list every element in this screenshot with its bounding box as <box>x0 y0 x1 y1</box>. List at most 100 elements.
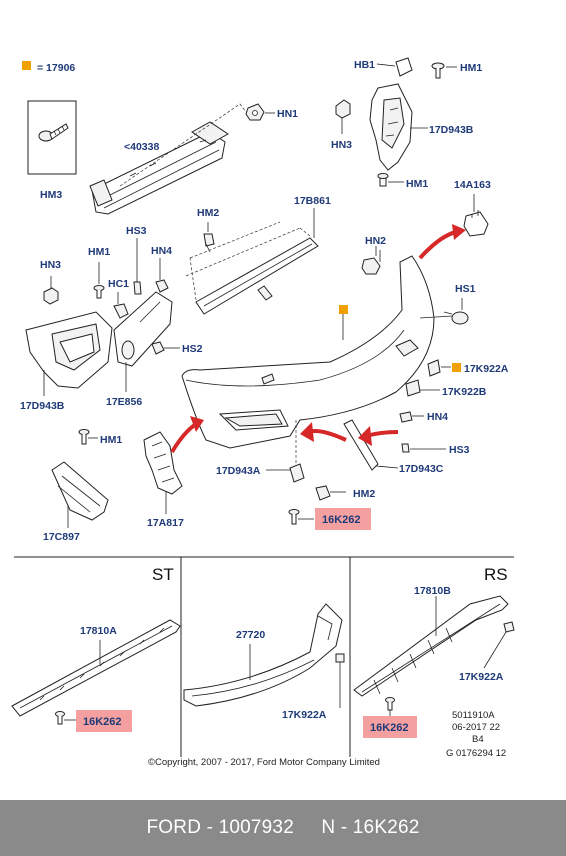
footer-spacer <box>294 817 321 839</box>
reflector-17k922a-rs-illustration <box>503 621 515 633</box>
footer-brand-part: FORD - 1007932 <box>146 817 294 838</box>
pushpin-hm1-mid-illustration <box>377 173 389 187</box>
screw-hs3-left-illustration <box>133 281 142 295</box>
bracket-17d943b-left-illustration <box>25 311 113 389</box>
reflector-17k922a-illustration <box>427 359 441 377</box>
highlight-16k262-st <box>76 710 132 732</box>
label-17k922a-rs: 17K922A <box>459 671 504 683</box>
clip-hc1-illustration <box>113 303 129 319</box>
nut-hn2-illustration <box>361 257 381 275</box>
label-17k922a-right: 17K922A <box>464 363 509 375</box>
pushpin-hm1-low-illustration <box>78 429 90 445</box>
highlight-marker-17k922a <box>452 363 461 372</box>
label-16k262-main: 16K262 <box>322 514 361 526</box>
highlight-16k262-main <box>315 508 371 530</box>
label-hn3-left: HN3 <box>40 259 61 271</box>
bracket-17d943c-illustration <box>343 419 379 471</box>
label-hs2: HS2 <box>182 343 203 355</box>
label-hm1-mid: HM1 <box>406 178 428 190</box>
reflector-17k922b-illustration <box>405 379 421 397</box>
screw-hm2-top-illustration <box>203 233 215 253</box>
label-hn4-left: HN4 <box>151 245 172 257</box>
pushpin-hm1-left-illustration <box>93 285 105 299</box>
label-hs3-right: HS3 <box>449 444 470 456</box>
diffuser-17810a-illustration <box>11 619 181 717</box>
nut-hn1-illustration <box>245 103 265 121</box>
diffuser-17810b-illustration <box>353 595 509 697</box>
clip-hn4-right-illustration <box>399 411 413 423</box>
section-label-st: ST <box>152 565 174 584</box>
energy-absorber-17b861-illustration <box>195 237 319 315</box>
label-hs1: HS1 <box>455 283 476 295</box>
label-hn4-right: HN4 <box>427 411 448 423</box>
label-16k262-st: 16K262 <box>83 716 122 728</box>
nut-hn4-left-illustration <box>155 279 169 293</box>
label-hn2: HN2 <box>365 235 386 247</box>
ref-line2: 06-2017 22 <box>452 722 500 733</box>
label-17a817: 17A817 <box>147 517 184 529</box>
nut-hn3-top-illustration <box>335 99 351 119</box>
pushpin-16k262-rs-illustration <box>385 697 395 711</box>
ref-line4: G 0176294 12 <box>446 748 506 759</box>
footer-part-no: N - 16K262 <box>321 817 420 838</box>
nut-hn3-left-illustration <box>43 287 59 305</box>
arrow-to-14a163 <box>418 230 457 260</box>
ref-line1: 5011910A <box>452 710 495 721</box>
bumper-cover-illustration <box>181 255 435 449</box>
label-17d943c: 17D943C <box>399 463 444 475</box>
clip-hs2-illustration <box>151 341 165 355</box>
bracket-17c897-illustration <box>51 461 109 521</box>
label-hm1-left: HM1 <box>88 246 110 258</box>
bracket-17e856-illustration <box>113 291 173 367</box>
label-14a163: 14A163 <box>454 179 491 191</box>
label-17810a: 17810A <box>80 625 117 637</box>
clip-14a163-illustration <box>463 210 489 237</box>
label-hm1-top: HM1 <box>460 62 482 74</box>
label-hm2-low: HM2 <box>353 488 375 500</box>
label-hm1-low: HM1 <box>100 434 122 446</box>
screw-hs1-illustration <box>443 311 469 325</box>
label-17c897: 17C897 <box>43 531 80 543</box>
label-hc1: HC1 <box>108 278 129 290</box>
bracket-17d943a-illustration <box>289 463 305 483</box>
legend-swatch <box>22 61 31 70</box>
section-label-rs: RS <box>484 565 508 584</box>
pushpin-16k262-st-illustration <box>55 711 65 725</box>
legend-text: = 17906 <box>37 62 75 74</box>
part-number-footer: FORD - 1007932 N - 16K262 <box>0 800 566 856</box>
label-40338: <40338 <box>124 141 159 153</box>
label-16k262-rs: 16K262 <box>370 722 409 734</box>
label-17d943b-left: 17D943B <box>20 400 65 412</box>
highlight-16k262-rs <box>363 716 417 738</box>
lower-valance-27720-illustration <box>183 603 343 707</box>
bracket-17a817-illustration <box>143 431 183 495</box>
label-17b861: 17B861 <box>294 195 331 207</box>
copyright: ©Copyright, 2007 - 2017, Ford Motor Comp… <box>148 757 380 768</box>
parts-diagram: = 17906 HM3 <40338 HN1 HB1 HM1 <box>11 57 515 768</box>
arrow-to-bumper-lower <box>307 429 347 442</box>
screw-hm2-low-illustration <box>315 485 346 501</box>
label-hs3-left: HS3 <box>126 225 147 237</box>
clip-hb1-illustration <box>395 57 413 77</box>
pushpin-16k262-main-illustration <box>288 509 300 525</box>
label-27720: 27720 <box>236 629 265 641</box>
pushpin-hm1-top-illustration <box>431 62 445 79</box>
screw-hm3-illustration <box>27 100 77 175</box>
label-17d943a: 17D943A <box>216 465 261 477</box>
label-17810b: 17810B <box>414 585 451 597</box>
highlight-marker-bumper <box>339 305 348 314</box>
arrow-to-17a817 <box>170 422 198 454</box>
label-17e856: 17E856 <box>106 396 142 408</box>
label-17d943b-top: 17D943B <box>429 124 474 136</box>
bracket-17d943b-top-illustration <box>369 83 413 171</box>
screw-hs3-right-illustration <box>401 443 410 453</box>
label-17k922a-mid: 17K922A <box>282 709 327 721</box>
label-hn1: HN1 <box>277 108 298 120</box>
ref-line3: B4 <box>472 734 484 745</box>
label-hm3: HM3 <box>40 189 62 201</box>
label-hn3-top: HN3 <box>331 139 352 151</box>
bumper-reinforcement-illustration <box>89 121 229 215</box>
label-hb1: HB1 <box>354 59 375 71</box>
label-17k922b: 17K922B <box>442 386 487 398</box>
label-hm2-top: HM2 <box>197 207 219 219</box>
